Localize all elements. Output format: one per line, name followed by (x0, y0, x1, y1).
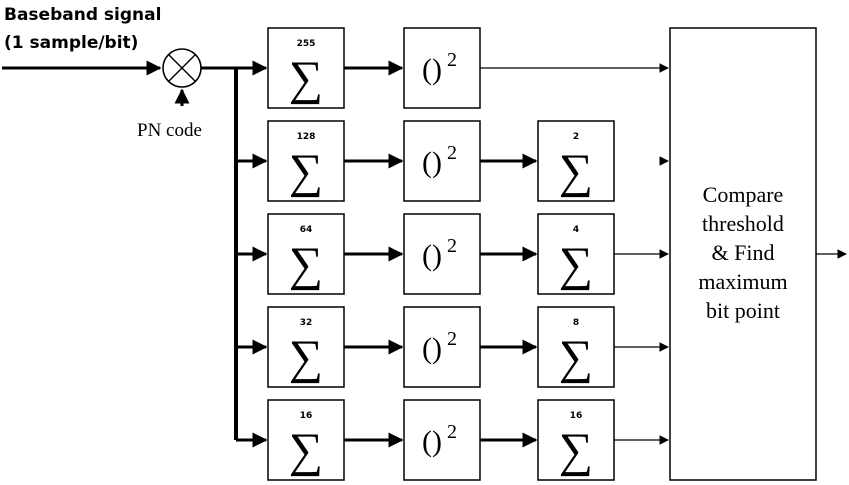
row-3: 64 ∑ () 2 4 ∑ (267, 213, 669, 295)
row4-square-power: 2 (447, 328, 457, 350)
row3-sigma-icon: ∑ (289, 238, 323, 291)
row4-post-sum-limit: 8 (573, 318, 579, 328)
row5-square-label: () (422, 425, 442, 458)
row1-sigma-icon: ∑ (289, 52, 323, 105)
row1-square-power: 2 (447, 49, 457, 71)
compare-line-1: Compare (703, 182, 784, 207)
row5-sum-block (267, 399, 345, 481)
row2-square-label: () (422, 146, 442, 179)
input-label-line1: Baseband signal (4, 5, 161, 25)
row5-post-sum-block (537, 399, 615, 481)
row3-square-block (403, 213, 481, 295)
mixer-multiply-icon (162, 48, 202, 88)
row2-sum-limit: 128 (297, 132, 316, 142)
row3-post-sum-block (537, 213, 615, 295)
row2-post-sum-block (537, 120, 615, 202)
row5-sum-limit: 16 (300, 411, 313, 421)
row-1: 255 ∑ () 2 (267, 27, 669, 109)
row4-square-label: () (422, 332, 442, 365)
row5-sigma-icon: ∑ (289, 424, 323, 477)
row1-square-label: () (422, 53, 442, 86)
row2-post-sum-limit: 2 (573, 132, 579, 142)
row3-post-sum-limit: 4 (573, 225, 579, 235)
row5-square-power: 2 (447, 421, 457, 443)
pn-code-label: PN code (137, 120, 202, 141)
row5-square-block (403, 399, 481, 481)
row2-square-block (403, 120, 481, 202)
compare-block (669, 27, 817, 481)
row-2: 128 ∑ () 2 2 ∑ (267, 120, 669, 202)
compare-line-2: threshold (702, 211, 784, 236)
row-5: 16 ∑ () 2 16 ∑ (267, 399, 669, 481)
row1-sum-limit: 255 (297, 39, 316, 49)
row2-sum-block (267, 120, 345, 202)
compare-line-5: bit point (706, 298, 780, 323)
row3-square-label: () (422, 239, 442, 272)
row3-sum-block (267, 213, 345, 295)
row2-sigma-icon: ∑ (289, 145, 323, 198)
row-4: 32 ∑ () 2 8 ∑ (267, 306, 669, 388)
row2-square-power: 2 (447, 142, 457, 164)
row3-square-power: 2 (447, 235, 457, 257)
row4-post-sum-block (537, 306, 615, 388)
row3-sum-limit: 64 (300, 225, 313, 235)
row5-post-sigma-icon: ∑ (559, 424, 593, 477)
row4-post-sigma-icon: ∑ (559, 331, 593, 384)
input-label-line2: (1 sample/bit) (4, 33, 138, 53)
row1-square-block (403, 27, 481, 109)
row3-post-sigma-icon: ∑ (559, 238, 593, 291)
row4-sum-block (267, 306, 345, 388)
compare-line-4: maximum (698, 269, 787, 294)
row4-square-block (403, 306, 481, 388)
row5-post-sum-limit: 16 (570, 411, 583, 421)
row2-post-sigma-icon: ∑ (559, 145, 593, 198)
row4-sum-limit: 32 (300, 318, 313, 328)
row4-sigma-icon: ∑ (289, 331, 323, 384)
compare-line-3: & Find (712, 240, 775, 265)
